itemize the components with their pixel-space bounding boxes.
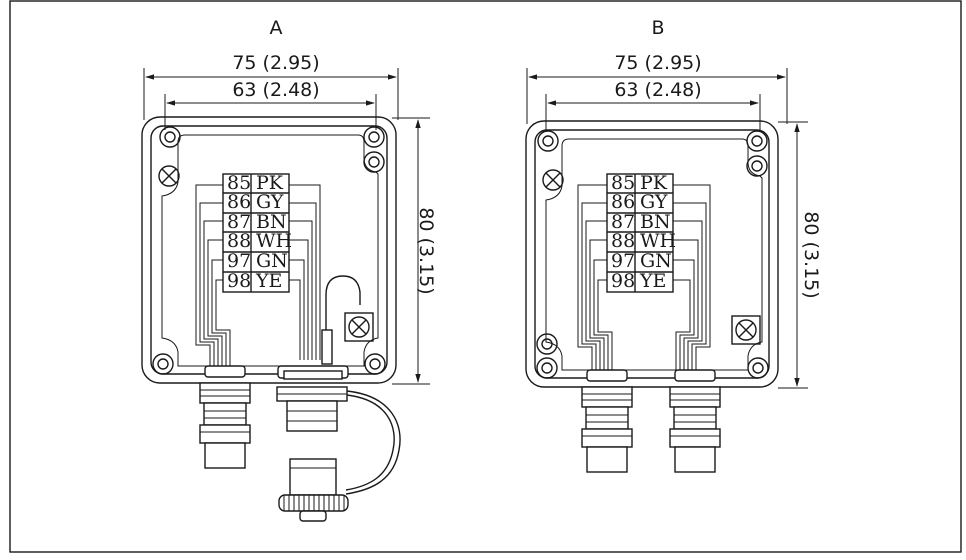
terminal-row: 86 GY [227,191,284,213]
variant-a: A 75 (2.95) 63 (2.48) 80 (3.15) [141,17,437,522]
terminal-number: 86 [611,191,635,213]
terminal-number: 98 [227,270,251,292]
terminal-row: 97 GN [227,250,288,272]
housing-inner [534,129,770,379]
terminal-number: 88 [611,230,635,252]
wire-color: GN [640,250,672,272]
terminal-number: 87 [611,211,635,233]
wire-color: GN [256,250,288,272]
housing-outer [141,116,397,384]
wire-color: BN [256,211,287,233]
wire-color: WH [256,230,292,252]
variant-label: A [270,17,283,39]
ground-screw [158,165,180,187]
terminal-row: 98 YE [227,270,282,292]
terminal-number: 98 [611,270,635,292]
dimension-inner-width: 63 (2.48) [232,79,319,101]
wire-color: BN [640,211,671,233]
terminal-row: 87 BN [227,211,287,233]
drawing-border [9,0,962,553]
corner-screw [152,353,174,375]
cable-gland [669,369,721,473]
housing-inner [150,125,388,375]
corner-screw [536,333,558,355]
wire-color: GY [256,191,284,213]
terminal-row: 87 BN [611,211,671,233]
terminal-number: 97 [611,250,635,272]
connector-socket [276,365,349,432]
dimension-height: 80 (3.15) [800,211,822,298]
cable-gland [581,369,633,473]
terminal-number: 85 [227,172,251,194]
dimension-outer-width: 75 (2.95) [614,52,701,74]
ground-screw [344,312,374,342]
terminal-row: 85 PK [611,172,668,194]
corner-screw [363,151,385,173]
ground-screw [542,169,564,191]
corner-screw [746,130,768,152]
housing-outer [525,120,779,388]
terminal-number: 88 [227,230,251,252]
corner-screw [364,353,386,375]
dimension-height: 80 (3.15) [415,207,437,294]
wire-color: YE [255,270,282,292]
corner-screw [747,357,769,379]
terminal-number: 85 [611,172,635,194]
cable-gland [199,365,251,469]
wire-color: PK [256,172,284,194]
wire-color: GY [640,191,668,213]
wire-color: YE [639,270,666,292]
dimension-outer-width: 75 (2.95) [232,52,319,74]
ground-screw [731,315,761,345]
terminal-row: 88 WH [611,230,676,252]
terminal-row: 97 GN [611,250,672,272]
terminal-row: 98 YE [611,270,666,292]
corner-screw [746,155,768,177]
terminal-number: 86 [227,191,251,213]
terminal-number: 87 [227,211,251,233]
corner-screw [537,130,559,152]
dimension-inner-width: 63 (2.48) [614,79,701,101]
corner-screw [159,126,181,148]
wire-color: WH [640,230,676,252]
terminal-row: 86 GY [611,191,668,213]
terminal-row: 88 WH [227,230,292,252]
terminal-number: 97 [227,250,251,272]
terminal-row: 85 PK [227,172,284,194]
wire-color: PK [640,172,668,194]
protective-cap [278,458,349,522]
corner-screw [363,126,385,148]
variant-b: B 75 (2.95) 63 (2.48) 80 (3.15) [525,17,822,473]
variant-label: B [651,17,664,39]
corner-screw [536,357,558,379]
